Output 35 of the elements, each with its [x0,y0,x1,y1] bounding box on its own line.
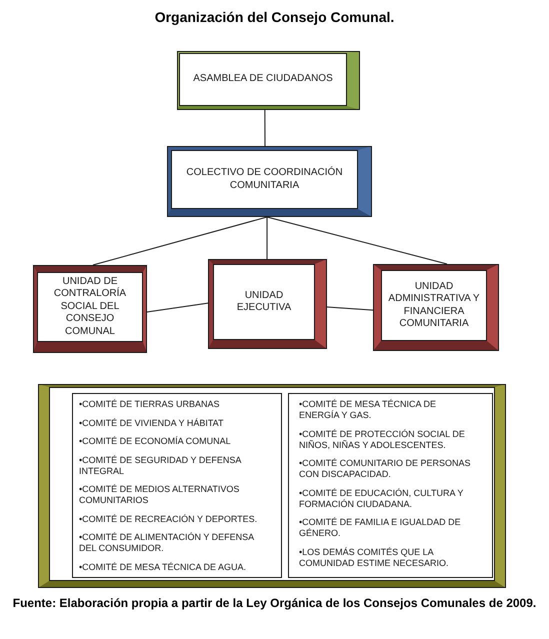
connector-line [146,302,208,312]
bevel-frame [38,384,506,588]
box-label: UNIDAD DE CONTRALORÍA SOCIAL DEL CONSEJO COMUNAL [52,276,128,338]
caption: Fuente: Elaboración propia a partir de la Ley Orgánica de los Consejos Comunales de 2009. [12,596,536,611]
list-item: •COMITÉ DE PROTECCIÓN SOCIAL DE NIÑOS, NIÑAS Y ADOLESCENTES. [299,428,466,450]
connector-line [264,110,266,146]
list-item: •COMITÉ DE SEGURIDAD Y DEFENSA INTEGRAL [79,454,242,476]
connector-line [266,216,268,260]
list-item: •COMITÉ DE VIVIENDA Y HÁBITAT [79,418,225,428]
box-label: ASAMBLEA DE CIUDADANOS [193,73,333,86]
box-label: COLECTIVO DE COORDINACIÓN COMUNITARIA [185,167,344,192]
bevel-box [208,259,327,349]
list-item: •COMITÉ DE MEDIOS ALTERNATIVOS COMUNITARIOS [79,484,240,506]
diagram-title: Organización del Consejo Comunal. [154,9,394,26]
list-box [288,393,493,578]
list-item: •COMITÉ DE MESA TÉCNICA DE AGUA. [79,562,248,572]
box-label: UNIDAD ADMINISTRATIVA Y FINANCIERA COMUNITARIA [387,280,481,330]
list-item: •COMITÉ DE RECREACIÓN Y DEPORTES. [79,514,258,524]
bevel-box [33,265,147,353]
list-item: •COMITÉ COMUNITARIO DE PERSONAS CON DISCAPACIDAD. [299,458,472,480]
bevel-box [177,51,360,110]
list-item: •COMITÉ DE TIERRAS URBANAS [79,399,221,410]
connector-line [92,216,268,266]
list-item: •COMITÉ DE EDUCACIÓN, CULTURA Y FORMACIÓN CIUDADANA. [299,488,464,510]
list-item: •COMITÉ DE FAMILIA E IGUALDAD DE GÉNERO. [299,517,462,539]
list-box [72,393,282,578]
box-label: UNIDAD EJECUTIVA [236,290,292,314]
connector-line [326,306,374,311]
bevel-box [373,264,499,351]
list-item: •COMITÉ DE ECONOMÍA COMUNAL [79,436,232,447]
bevel-box [167,146,372,217]
list-item: •COMITÉ DE MESA TÉCNICA DE ENERGÍA Y GAS. [299,399,438,421]
list-item: •LOS DEMÁS COMITÉS QUE LA COMUNIDAD ESTIME NECESARIO. [299,546,450,568]
list-item: •COMITÉ DE ALIMENTACIÓN Y DEFENSA DEL CONSUMIDOR. [79,532,255,554]
connector-line [266,216,448,264]
